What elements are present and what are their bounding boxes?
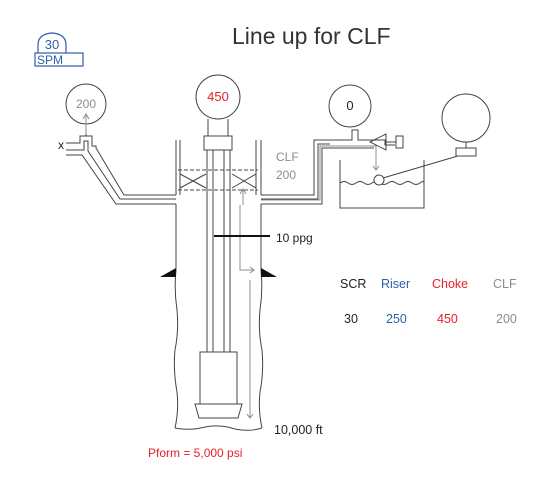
mud-tank-walls [339, 160, 425, 209]
bottom-flow-arrowhead [246, 413, 254, 419]
table-value-riser: 250 [386, 312, 407, 326]
bop-flow-arrowhead [239, 188, 247, 195]
left-gauge-value: 200 [76, 97, 96, 111]
pump-spm-box: 30 SPM [34, 32, 84, 67]
choke-line-mid [261, 143, 330, 200]
bop-ram-right [231, 173, 257, 189]
kill-line-outer-bottom [66, 154, 176, 205]
right-gauge-value: 0 [346, 98, 353, 113]
pump-unit-box [34, 52, 84, 67]
hole-bottom [174, 425, 263, 431]
choke-line-top [330, 129, 374, 141]
center-gauge: 450 [195, 74, 241, 120]
float-ball [373, 174, 385, 186]
annulus-flow-arrowhead [249, 266, 255, 274]
clf-value: 200 [276, 168, 296, 182]
bop-stack [175, 140, 262, 195]
center-gauge-value: 450 [207, 89, 229, 104]
kill-line-outer-top [66, 135, 176, 196]
table-value-clf: 200 [496, 312, 517, 326]
right-gauge-dial [328, 84, 372, 128]
table-value-choke: 450 [437, 312, 458, 326]
flow-arrows [239, 188, 255, 419]
right-gauge: 0 [328, 84, 372, 128]
formation-pressure-label: Pform = 5,000 psi [148, 446, 242, 460]
table-header-scr: SCR [340, 277, 366, 291]
left-gauge-arrow [82, 113, 90, 120]
tank-gauge-base [455, 147, 477, 157]
tank-gauge-dial [441, 93, 491, 143]
kill-line [66, 135, 176, 205]
left-gauge: 200 [65, 83, 107, 136]
center-gauge-dial [195, 74, 241, 120]
open-hole-right [258, 269, 264, 429]
tank-gauge [441, 93, 491, 157]
choke-valve-handle [395, 135, 404, 149]
table-value-scr: 30 [344, 312, 358, 326]
open-hole-left [173, 269, 179, 429]
mud-tank [339, 152, 469, 209]
choke-flow-arrowhead [372, 165, 380, 171]
casing-shoe-left [160, 268, 176, 277]
drill-string [194, 119, 243, 419]
choke-line-inner [261, 147, 330, 205]
casing-shoe-right [261, 268, 277, 277]
drill-bit [194, 403, 243, 419]
pump-rate-value: 30 [45, 37, 59, 52]
drill-collar [199, 351, 238, 405]
bop-ram-left [179, 173, 207, 189]
pump-dome-outline [37, 32, 67, 53]
table-header-clf: CLF [493, 277, 517, 291]
wellbore [173, 204, 264, 431]
float-arm [382, 152, 469, 179]
valve-x-marker: x [58, 138, 64, 152]
choke-line [261, 129, 395, 205]
choke-line-to-valve [374, 139, 395, 146]
pump-rate-unit: SPM [37, 53, 63, 67]
pressure-table: SCR Riser Choke CLF 30 250 450 200 [340, 277, 517, 326]
choke-line-outer [261, 139, 330, 196]
annulus-flow-arrow [239, 205, 254, 271]
mud-weight-label: 10 ppg [276, 231, 313, 245]
choke-valve [368, 133, 404, 151]
depth-label: 10,000 ft [274, 423, 323, 437]
choke-flow-path [261, 145, 377, 201]
page-title: Line up for CLF [232, 23, 391, 49]
table-header-riser: Riser [381, 277, 410, 291]
kelly-box [203, 135, 233, 151]
clf-label: CLF [276, 150, 299, 164]
table-header-choke: Choke [432, 277, 468, 291]
choke-flow-arrow [261, 145, 380, 201]
kill-line-inner [66, 140, 176, 200]
mud-surface [339, 181, 425, 185]
